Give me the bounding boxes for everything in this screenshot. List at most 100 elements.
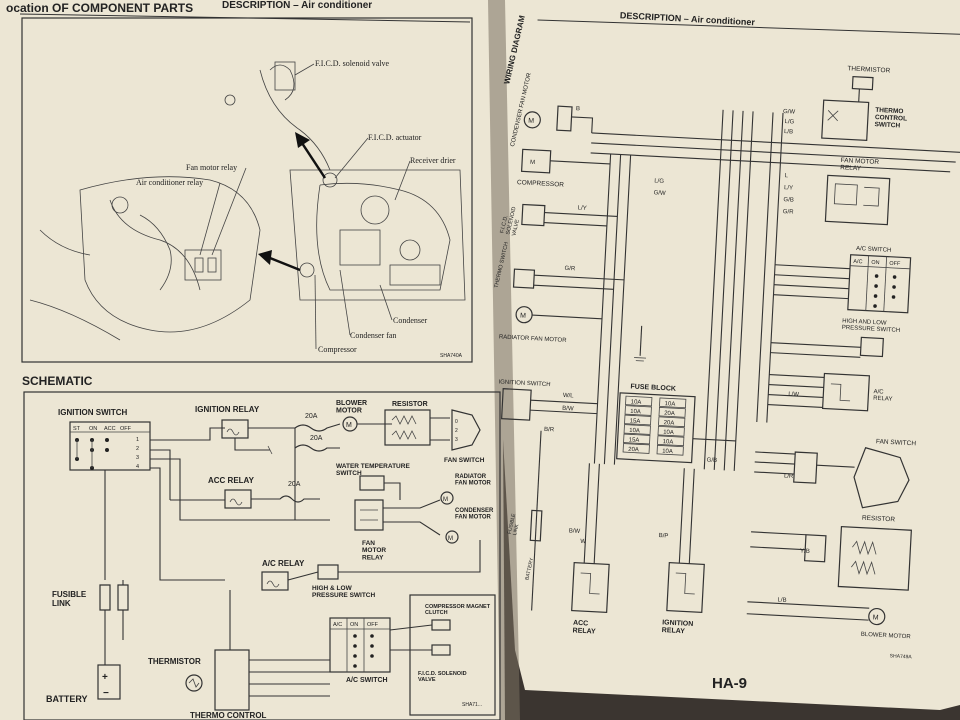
fuse-rating: 10A [663, 430, 674, 437]
svg-text:M: M [528, 118, 534, 125]
fuse-cell [656, 444, 684, 456]
wd-acc-relay-label: ACCRELAY [572, 620, 596, 636]
sch-ignition-relay-label: IGNITION RELAY [195, 405, 260, 414]
wd-ac-hdr-off: OFF [889, 261, 901, 268]
sch-ign-row-1: 1 [136, 437, 139, 443]
fuse-rating: 10A [629, 428, 640, 435]
schematic-diagram: IGNITION SWITCH ST ON ACC OFF 1 2 3 4 IG… [46, 400, 496, 720]
fuse-cell [624, 405, 652, 416]
wiring-diagram: THERMISTOR THERMOCONTROLSWITCH G/W L/G L… [494, 65, 960, 660]
gutter-shadow [488, 0, 520, 720]
svg-text:B: B [576, 106, 580, 112]
figure-code-wiring: SHA749A [890, 653, 913, 660]
fuse-rating: 10A [631, 399, 642, 406]
wd-fan-switch-label: FAN SWITCH [876, 438, 917, 447]
wd-code-wl: W/L [563, 393, 575, 400]
fuse-cell [622, 443, 650, 454]
wd-ac-hdr-ac: A/C [853, 259, 862, 265]
wd-code-lw: L/W [788, 392, 799, 399]
sch-battery-label: BATTERY [46, 694, 88, 704]
label-condenser: Condenser [393, 316, 428, 325]
sch-ign-col-st: ST [73, 426, 81, 432]
fuse-cell [659, 397, 687, 409]
wd-code-lg2: L/G [654, 178, 664, 185]
wd-ignition-switch-label: IGNITION SWITCH [498, 379, 550, 388]
sch-ac-relay-label: A/C RELAY [262, 559, 305, 568]
sch-fan-switch-label: FAN SWITCH [444, 457, 485, 464]
svg-text:M: M [530, 160, 535, 166]
fuse-cell [623, 433, 651, 445]
wd-code-gb: G/B [783, 197, 794, 204]
sch-ign-row-3: 3 [136, 455, 139, 461]
fuse-rating: 10A [630, 409, 641, 416]
label-air-conditioner-relay: Air conditioner relay [136, 178, 203, 187]
sch-ign-col-off: OFF [120, 426, 132, 432]
sch-acc-relay-label: ACC RELAY [208, 476, 255, 485]
wd-code-gr2: G/R [564, 266, 576, 273]
figure-code-schematic: SHA71... [462, 702, 482, 708]
schematic-title: SCHEMATIC [22, 374, 93, 388]
fuse-rating: 20A [663, 420, 674, 427]
location-frame [21, 17, 473, 363]
sch-ac-hdr-on: ON [350, 622, 358, 628]
fuse-rating: 10A [662, 439, 673, 446]
page-number: HA-9 [712, 675, 747, 692]
wd-code-ly2: L/Y [578, 205, 587, 211]
wd-ac-hdr-on: ON [871, 260, 880, 266]
label-ficd-solenoid-valve: F.I.C.D. solenoid valve [315, 59, 389, 68]
wd-radiator-fan-label: RADIATOR FAN MOTOR [499, 334, 568, 344]
label-fan-motor-relay: Fan motor relay [186, 163, 237, 172]
fuse-cell [623, 424, 651, 435]
sch-ac-hdr-ac: A/C [333, 622, 342, 628]
sch-ac-switch-label: A/C SWITCH [346, 677, 388, 684]
wd-resistor-label: RESISTOR [862, 515, 896, 524]
wd-code-bw: B/W [562, 406, 574, 413]
label-ficd-actuator: F.I.C.D. actuator [368, 133, 422, 142]
engine-sketch-left [29, 94, 261, 341]
wd-blower-motor-label: BLOWER MOTOR [861, 632, 912, 641]
svg-text:M: M [346, 422, 352, 429]
wd-code-lr: L/R [784, 474, 794, 481]
svg-text:2: 2 [455, 428, 458, 434]
svg-text:+: + [102, 672, 108, 683]
fuse-cell [657, 435, 685, 447]
svg-text:M: M [873, 614, 879, 621]
label-condenser-fan: Condenser fan [350, 331, 396, 340]
wd-code-yb: Y/B [800, 548, 810, 554]
wd-code-gr: G/R [783, 209, 795, 216]
wd-ac-relay-label: A/CRELAY [873, 389, 893, 403]
wd-thermistor-label: THERMISTOR [847, 65, 890, 74]
figure-code-location: SHA740A [440, 353, 463, 359]
fuse-cell [625, 395, 653, 407]
svg-text:−: − [103, 688, 109, 699]
wd-ignition-relay-label: IGNITIONRELAY [662, 619, 694, 635]
label-receiver-drier: Receiver drier [410, 156, 456, 165]
sch-ign-col-acc: ACC [104, 426, 116, 432]
sch-ignition-switch-label: IGNITION SWITCH [58, 408, 128, 417]
right-page [478, 0, 960, 710]
wd-code-gw2: G/W [653, 190, 666, 197]
wd-code-lg: L/G [784, 119, 794, 126]
sch-resistor-label: RESISTOR [392, 401, 428, 408]
sch-fuse-20a-2: 20A [310, 435, 323, 442]
fuse-cell [658, 406, 686, 418]
engine-sketch-right [259, 61, 466, 301]
wd-thermo-control-label: THERMOCONTROLSWITCH [874, 107, 907, 130]
svg-text:0: 0 [455, 419, 458, 425]
sch-thermistor-label: THERMISTOR [148, 657, 201, 666]
wd-pressure-switch-label: HIGH AND LOWPRESSURE SWITCH [842, 318, 901, 334]
wd-fusible-link-label: FUSIBLELINK [507, 512, 523, 536]
sch-thermo-control-label: THERMO CONTROL [190, 711, 267, 720]
svg-text:M: M [520, 312, 526, 319]
wd-ac-switch-label: A/C SWITCH [856, 246, 892, 254]
label-compressor: Compressor [318, 345, 357, 354]
fuse-rating: 20A [628, 447, 639, 454]
